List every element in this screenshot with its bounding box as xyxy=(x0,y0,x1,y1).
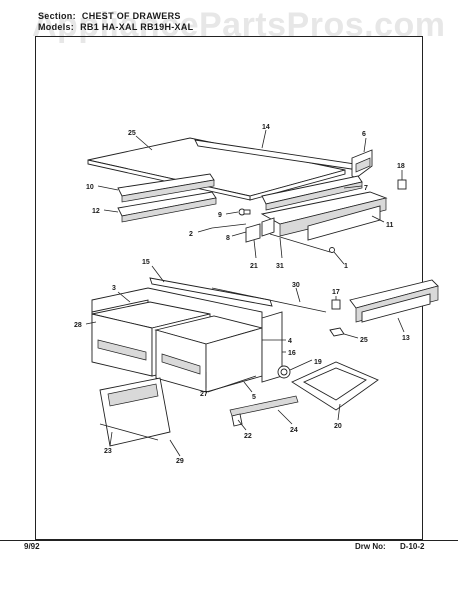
models-value: RB1 HA-XAL RB19H-XAL xyxy=(80,22,194,32)
small-knob[interactable] xyxy=(238,208,251,216)
callout-21: 21 xyxy=(250,263,258,270)
side-slide[interactable] xyxy=(349,279,439,323)
callout-5: 5 xyxy=(252,394,256,401)
section-label: Section: xyxy=(38,11,76,21)
callout-31: 31 xyxy=(276,263,284,270)
callout-8: 8 xyxy=(226,235,230,242)
latch-part[interactable] xyxy=(331,299,341,310)
callout-20: 20 xyxy=(334,423,342,430)
support-strip[interactable] xyxy=(207,375,257,393)
left-lower-rail[interactable] xyxy=(117,191,217,223)
callout-29: 29 xyxy=(176,458,184,465)
section-value: CHEST OF DRAWERS xyxy=(81,11,181,21)
callout-19: 19 xyxy=(314,359,322,366)
callout-1: 1 xyxy=(344,263,348,270)
rod-part[interactable] xyxy=(211,223,247,229)
callout-26: 25 xyxy=(360,337,368,344)
callout-23: 23 xyxy=(104,448,112,455)
drawing-number-label: Drw No: xyxy=(355,542,386,551)
front-bracket[interactable] xyxy=(351,149,373,179)
date-code: 9/92 xyxy=(24,542,40,551)
leader-lines xyxy=(85,129,405,457)
callout-7: 7 xyxy=(364,185,368,192)
crisper-cover-strip[interactable] xyxy=(149,277,273,307)
callout-16: 16 xyxy=(288,350,296,357)
long-bar[interactable] xyxy=(269,233,331,253)
drawer-front-panel[interactable] xyxy=(99,377,171,447)
tray-frame[interactable] xyxy=(291,361,379,411)
support-block-right[interactable] xyxy=(261,217,275,237)
divider-bar[interactable] xyxy=(211,287,327,313)
callout-13: 13 xyxy=(402,335,410,342)
callout-4: 4 xyxy=(288,338,292,345)
section-header: Section: CHEST OF DRAWERS xyxy=(38,11,181,21)
lower-rail-end[interactable] xyxy=(231,413,243,427)
callout-3: 3 xyxy=(112,285,116,292)
lower-rail[interactable] xyxy=(229,395,299,417)
callout-6: 6 xyxy=(362,131,366,138)
support-block-left[interactable] xyxy=(245,223,261,243)
right-crisper-drawer[interactable] xyxy=(154,315,264,393)
callout-22: 22 xyxy=(244,433,252,440)
callout-10: 10 xyxy=(86,184,94,191)
front-trim-strip[interactable] xyxy=(99,423,159,441)
drawing-number: D-10-2 xyxy=(400,542,425,551)
models-header: Models: RB1 HA-XAL RB19H-XAL xyxy=(38,22,193,32)
right-upper-rail[interactable] xyxy=(261,175,363,211)
callout-18: 18 xyxy=(397,163,405,170)
small-bracket[interactable] xyxy=(329,327,345,337)
callout-17: 17 xyxy=(332,289,340,296)
footer-divider xyxy=(0,540,458,541)
roller-wheel[interactable] xyxy=(277,365,291,379)
callout-2: 2 xyxy=(189,231,193,238)
callout-14: 14 xyxy=(262,124,270,131)
callout-11: 11 xyxy=(386,222,394,229)
callout-27: 27 xyxy=(200,391,208,398)
callout-25: 25 xyxy=(128,130,136,137)
models-label: Models: xyxy=(38,22,75,32)
callout-15: 15 xyxy=(142,259,150,266)
callout-28: 28 xyxy=(74,322,82,329)
clip-part[interactable] xyxy=(397,179,407,190)
callout-12: 12 xyxy=(92,208,100,215)
right-lower-slide[interactable] xyxy=(260,191,388,241)
screw-part[interactable] xyxy=(329,247,335,253)
callout-9: 9 xyxy=(218,212,222,219)
left-upper-rail[interactable] xyxy=(117,173,215,203)
callout-24: 24 xyxy=(290,427,298,434)
callout-30: 30 xyxy=(292,282,300,289)
